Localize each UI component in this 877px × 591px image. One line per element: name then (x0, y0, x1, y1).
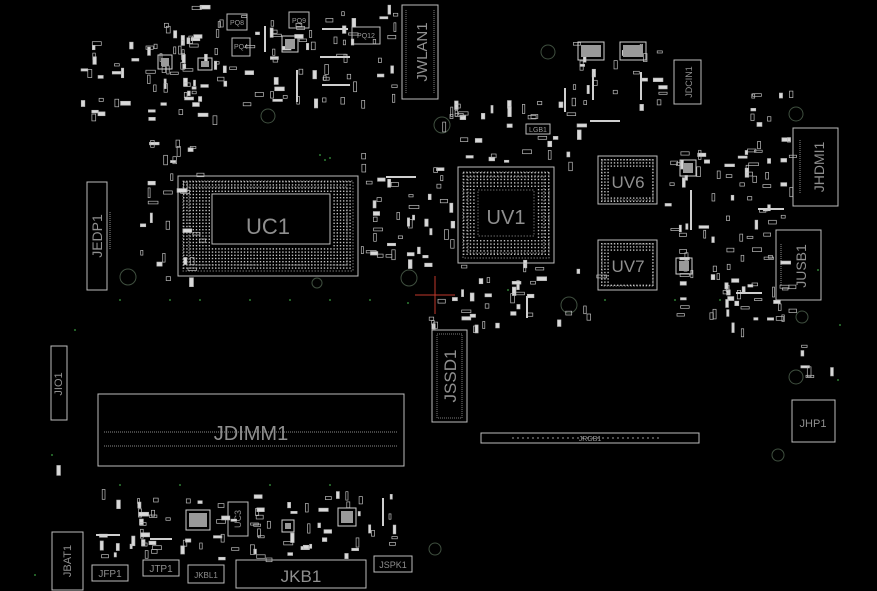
lgb1-part[interactable]: LGB1 (525, 123, 551, 135)
pq9-label: PQ9 (292, 18, 306, 25)
jio1-label: JIO1 (53, 372, 65, 395)
jhdmi1-label: JHDMI1 (811, 142, 827, 193)
jedp1-label: JEDP1 (89, 214, 105, 258)
jtp1-label: JTP1 (149, 564, 173, 575)
pq8-label: PQ8 (230, 20, 244, 27)
pq9-part[interactable]: PQ9 (288, 11, 310, 29)
test-points (34, 154, 841, 576)
jkbl1-connector[interactable]: JKBL1 (187, 564, 225, 584)
crosshair-cursor-icon (415, 276, 455, 314)
pq4-label: PQ4 (234, 44, 248, 51)
jkb1-label: JKB1 (281, 567, 322, 586)
jdimm1-label: JDIMM1 (214, 423, 288, 445)
jdcin1-connector[interactable]: JDCIN1 (673, 59, 702, 105)
uv1-label: UV1 (487, 207, 526, 229)
jbat1-label: JBAT1 (62, 545, 74, 577)
jwlan1-connector[interactable]: JWLAN1 (401, 4, 439, 100)
jssd1-label: JSSD1 (441, 350, 460, 403)
bga-ball-grids (183, 159, 654, 286)
jedp1-connector[interactable]: JEDP1 (86, 181, 111, 291)
uv7-label: UV7 (611, 257, 644, 276)
jbat1-connector[interactable]: JBAT1 (51, 531, 84, 591)
jhp1-label: JHP1 (800, 418, 827, 430)
jhp1-connector[interactable]: JHP1 (791, 399, 836, 443)
jfp1-connector[interactable]: JFP1 (91, 564, 129, 582)
pq4-part[interactable]: PQ4 (231, 37, 251, 57)
jhdmi1-connector[interactable]: JHDMI1 (792, 127, 839, 207)
jrgb1-connector[interactable]: JRGB1 (480, 432, 700, 444)
jspk1-label: JSPK1 (379, 560, 407, 570)
smd-components (56, 4, 834, 563)
jspk1-connector[interactable]: JSPK1 (373, 555, 413, 573)
jssd1-connector[interactable]: JSSD1 (431, 329, 468, 423)
jrgb1-label: JRGB1 (579, 436, 602, 443)
jusb1-label: JUSB1 (793, 244, 809, 288)
jdcin1-label: JDCIN1 (684, 66, 694, 98)
pq8-part[interactable]: PQ8 (226, 13, 248, 31)
jkb1-connector[interactable]: JKB1 (235, 559, 367, 589)
jdimm1-connector[interactable]: JDIMM1 (97, 393, 405, 467)
uc1-package[interactable]: UC1 (177, 175, 359, 277)
pq12-part[interactable]: PQ12 (351, 26, 381, 45)
jwlan1-label: JWLAN1 (414, 22, 431, 81)
uc1-label: UC1 (246, 214, 290, 239)
pq12-label: PQ12 (357, 33, 375, 40)
uc3-label: UC3 (233, 510, 243, 528)
uv6-label: UV6 (611, 173, 644, 192)
jfp1-label: JFP1 (98, 569, 122, 580)
mounting-holes (119, 44, 809, 556)
jusb1-connector[interactable]: JUSB1 (775, 229, 822, 301)
jkbl1-label: JKBL1 (194, 571, 218, 580)
lgb1-label: LGB1 (529, 127, 547, 134)
jtp1-connector[interactable]: JTP1 (142, 559, 180, 577)
jio1-connector[interactable]: JIO1 (50, 345, 68, 421)
uv1-package[interactable]: UV1 (457, 166, 555, 264)
